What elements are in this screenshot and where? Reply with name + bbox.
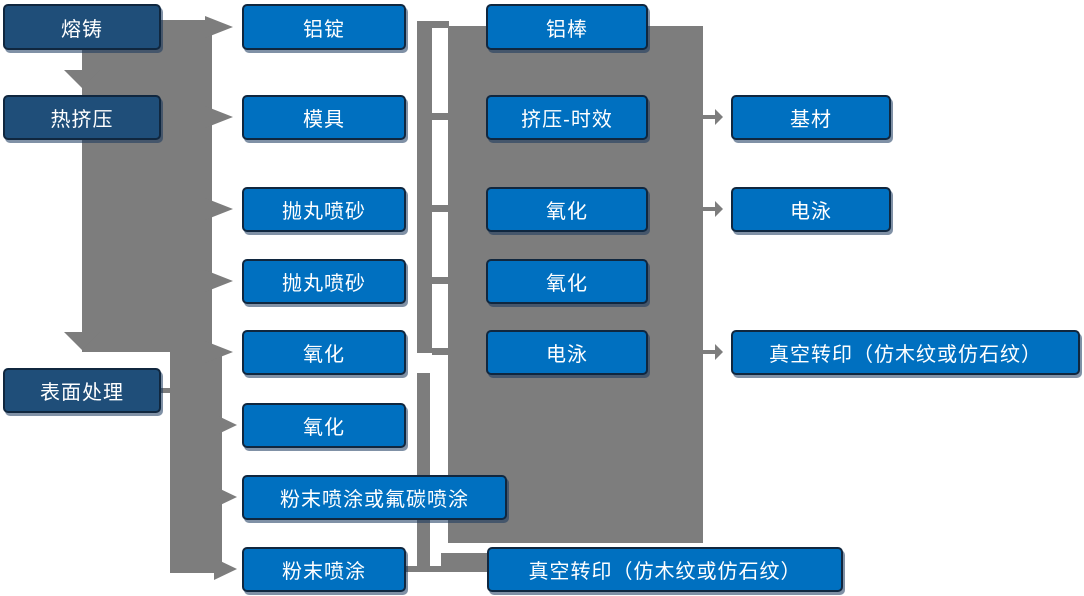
- arrow-stub-to-base-material: [703, 115, 715, 119]
- arrow-to-oxidation-1: [205, 341, 233, 363]
- down-arrow-to-hot-extrusion: [64, 70, 100, 88]
- node-aluminum-ingot: 铝锭: [242, 4, 406, 50]
- node-aluminum-rod: 铝棒: [486, 4, 648, 50]
- arrow-to-mold: [205, 106, 233, 128]
- node-oxidation-3: 氧化: [486, 187, 648, 232]
- arrow-to-powder-coating: [214, 558, 237, 580]
- node-oxidation-4: 氧化: [486, 259, 648, 304]
- stage-melting-casting: 熔铸: [3, 4, 161, 50]
- arrow-to-shot-blasting-2: [205, 270, 233, 292]
- stage-hot-extrusion: 热挤压: [3, 95, 161, 140]
- node-vacuum-transfer-print-2: 真空转印（仿木纹或仿石纹）: [731, 330, 1080, 375]
- arrow-to-powder-fluorocarbon: [214, 486, 237, 508]
- node-electrophoresis-2: 电泳: [731, 187, 891, 232]
- node-mold: 模具: [242, 95, 406, 140]
- mid-tick-row5: [432, 348, 449, 355]
- stage-surface-treatment: 表面处理: [3, 368, 161, 413]
- node-shot-blasting-1: 抛丸喷砂: [242, 187, 406, 232]
- left-lower-slab: [170, 352, 222, 573]
- mid-tick-row3: [432, 205, 449, 212]
- node-powder-coating: 粉末喷涂: [242, 547, 406, 592]
- arrow-stub-to-vacuum-print: [703, 350, 715, 354]
- node-oxidation-2: 氧化: [242, 403, 406, 448]
- bottom-stub-to-vacuum-print: [441, 553, 488, 572]
- bottom-tick-right: [430, 566, 441, 572]
- arrow-head-to-base-material: [715, 109, 723, 125]
- node-base-material: 基材: [731, 95, 891, 140]
- left-slab: [82, 20, 212, 352]
- arrow-head-to-vacuum-print: [715, 344, 723, 360]
- arrow-to-aluminum-ingot: [205, 16, 233, 38]
- mid-tick-row2: [432, 113, 449, 120]
- node-electrophoresis-1: 电泳: [486, 330, 648, 375]
- node-extrusion-aging: 挤压-时效: [486, 95, 648, 140]
- node-oxidation-1: 氧化: [242, 330, 406, 375]
- surface-treatment-tick: [161, 388, 172, 393]
- mid-tick-row4: [432, 277, 449, 284]
- mid-tick-row1: [432, 21, 449, 28]
- bottom-tick-left: [406, 566, 417, 572]
- arrow-to-oxidation-2: [214, 414, 237, 436]
- arrow-stub-to-electrophoresis: [703, 207, 715, 211]
- node-vacuum-transfer-print-1: 真空转印（仿木纹或仿石纹）: [487, 547, 843, 592]
- down-arrow-to-surface-treatment: [64, 332, 100, 350]
- node-powder-or-fluorocarbon-coating: 粉末喷涂或氟碳喷涂: [242, 475, 507, 520]
- node-shot-blasting-2: 抛丸喷砂: [242, 259, 406, 304]
- mid-bar-lower: [417, 373, 430, 572]
- arrow-to-shot-blasting-1: [205, 198, 233, 220]
- mid-bar-upper: [417, 21, 432, 353]
- arrow-head-to-electrophoresis: [715, 201, 723, 217]
